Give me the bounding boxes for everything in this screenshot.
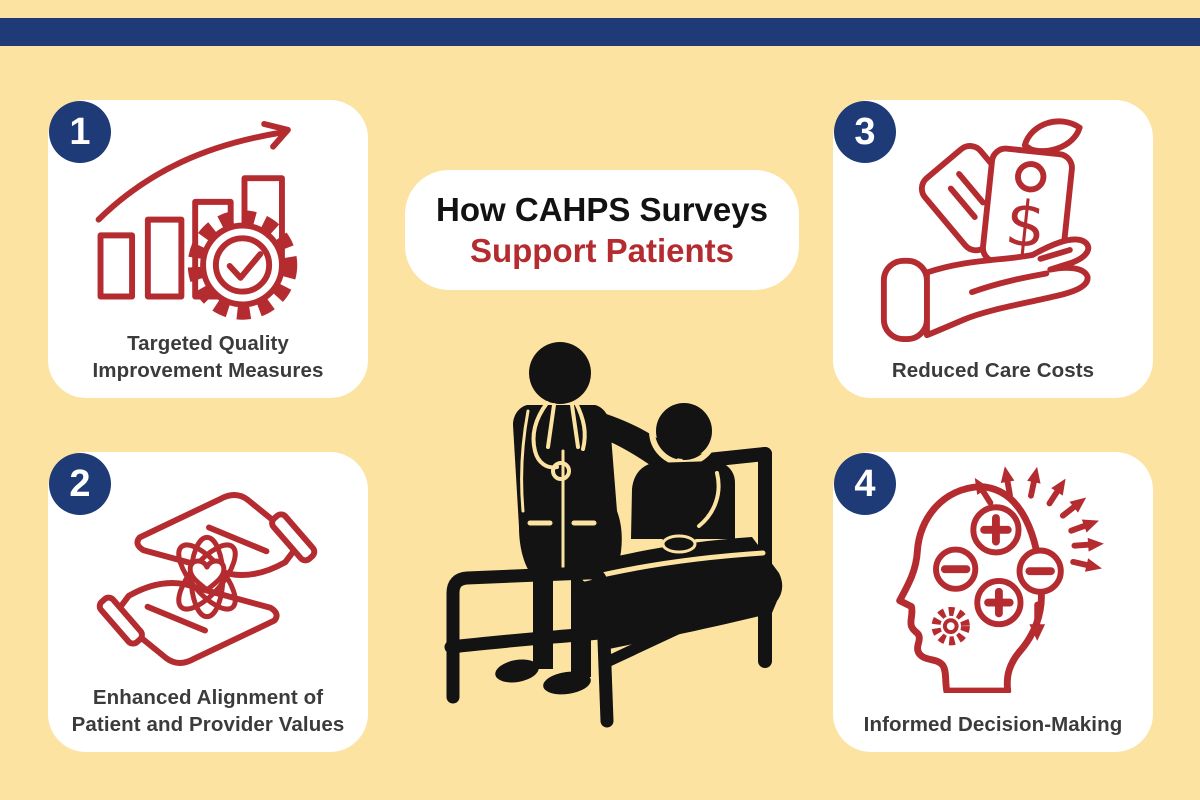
hand-price-tags-icon: $ — [880, 118, 1092, 342]
patient-hand — [661, 534, 697, 554]
doctor-patient-illustration — [427, 331, 797, 746]
card-informed-decisions: 4 — [833, 452, 1153, 752]
card-enhanced-alignment: 2 — [48, 452, 368, 752]
open-hand — [880, 236, 1092, 342]
number-badge: 2 — [49, 453, 111, 515]
doctor-feet — [495, 659, 591, 695]
card-targeted-quality: 1 Targeted Quality Improvement Measures — [48, 100, 368, 398]
bed-rail — [603, 583, 769, 667]
growth-chart-gear-icon — [95, 121, 298, 320]
number-badge: 4 — [834, 453, 896, 515]
card-reduced-costs: 3 $ — [833, 100, 1153, 398]
doctor-silhouette — [513, 342, 678, 677]
card-caption: Reduced Care Costs — [891, 359, 1095, 382]
card-caption: Enhanced Alignment of Patient and Provid… — [71, 686, 345, 736]
tag-string-swoosh — [1021, 118, 1083, 155]
gear-icon — [931, 607, 970, 646]
title-card: How CAHPS Surveys Support Patients — [405, 170, 799, 290]
radiating-arrows — [974, 466, 1104, 641]
caring-hands-atom-heart-icon — [96, 492, 318, 666]
card-caption: Informed Decision-Making — [863, 713, 1123, 736]
top-accent-bar — [0, 18, 1200, 46]
front-price-tag: $ — [980, 145, 1075, 271]
plus-minus-circles — [933, 504, 1064, 628]
bed-footboard — [444, 566, 614, 728]
patient-silhouette — [631, 396, 735, 545]
bed-blanket — [575, 537, 783, 649]
card-caption: Targeted Quality Improvement Measures — [92, 332, 324, 382]
number-badge: 3 — [834, 101, 896, 163]
head-decision-symbols-icon — [896, 466, 1104, 693]
lower-hand — [96, 580, 280, 666]
title-line-1: How CAHPS Surveys — [436, 191, 768, 228]
title-line-2: Support Patients — [469, 232, 735, 269]
atom-heart — [176, 534, 238, 620]
head-profile — [896, 483, 1045, 693]
upper-hand — [134, 492, 318, 578]
number-badge: 1 — [49, 101, 111, 163]
